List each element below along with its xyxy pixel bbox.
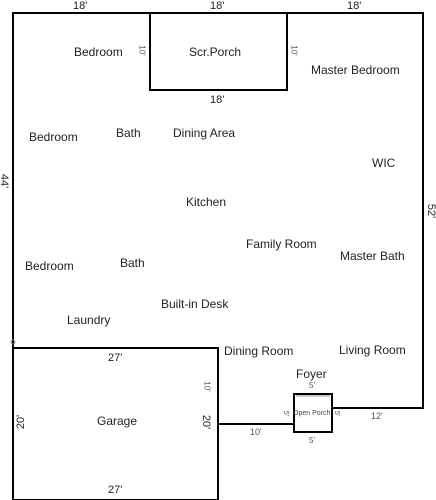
corner-mark [10,339,16,345]
dim-open-porch-left: 5' [282,410,290,417]
dim-garage-bottom: 27' [108,484,123,496]
room-open-porch: Open Porch [293,410,331,417]
dim-open-porch-bottom: 5' [309,436,315,445]
dim-left-side: 44' [0,173,11,189]
dim-garage-right: 20' [200,414,213,430]
room-foyer: Foyer [296,367,327,381]
room-dining-room: Dining Room [224,344,294,358]
dim-top-left: 18' [73,0,88,12]
room-master-bedroom: Master Bedroom [311,63,400,77]
room-garage: Garage [97,414,138,428]
dim-open-porch-right: 5' [333,410,341,417]
room-master-bath: Master Bath [340,249,405,263]
dim-porch-right: 10' [289,45,299,56]
screen-porch-outline [149,12,288,91]
room-bedroom-lower: Bedroom [25,259,74,273]
room-bedroom-top: Bedroom [74,45,123,59]
dim-top-mid: 18' [210,0,225,12]
dim-porch-bottom: 18' [210,94,225,106]
open-porch-outline [293,393,333,433]
room-wic: WIC [372,156,396,170]
room-bath-upper: Bath [116,126,141,140]
room-living-room: Living Room [339,343,406,357]
room-kitchen: Kitchen [186,195,227,209]
dim-garage-right-small: 10' [202,381,212,392]
room-family-room: Family Room [246,237,317,251]
dim-garage-left: 20' [15,414,28,430]
room-bedroom-mid: Bedroom [29,130,78,144]
room-built-in-desk: Built-in Desk [161,297,229,311]
dim-porch-left: 10' [137,45,147,56]
dim-right-side: 52' [425,203,436,219]
room-laundry: Laundry [67,313,111,327]
room-screen-porch: Scr.Porch [189,45,242,59]
house-outline [12,12,424,409]
dim-open-porch-top: 5' [309,381,315,390]
dim-garage-top: 27' [108,352,123,364]
room-bath-lower: Bath [120,256,145,270]
dim-top-right: 18' [347,0,362,12]
dim-connector: 10' [250,427,262,437]
room-dining-area: Dining Area [173,126,236,140]
dim-right-bottom: 12' [371,411,383,421]
